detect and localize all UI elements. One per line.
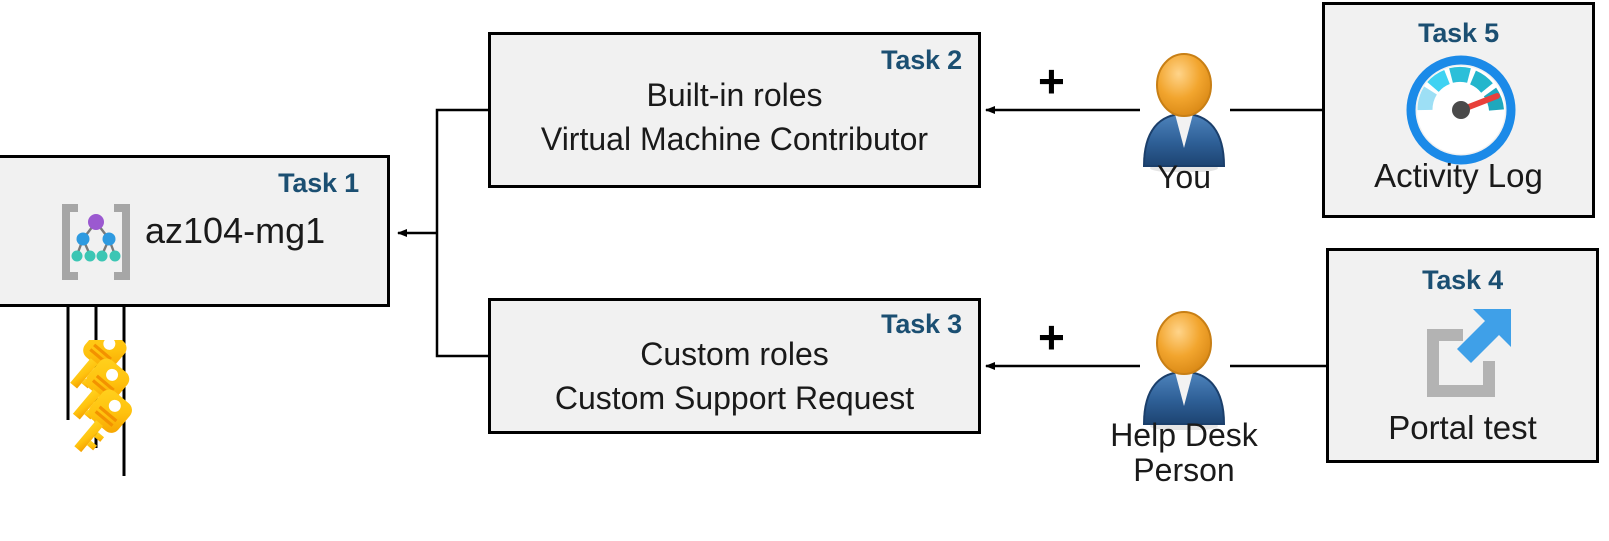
external-link-icon [1427,309,1511,397]
task-3-box[interactable]: Task 3 Custom roles Custom Support Reque… [488,298,981,434]
task-4-label: Task 4 [1422,265,1503,295]
task-4-caption: Portal test [1388,409,1537,446]
avatar-you-caption: You [1157,159,1211,195]
task-2-label: Task 2 [881,45,962,75]
task-2-line-1: Built-in roles [646,77,823,113]
task-3-line-2: Custom Support Request [554,380,915,416]
task-2-box[interactable]: Task 2 Built-in roles Virtual Machine Co… [488,32,981,188]
task-1-resource-name: az104-mg1 [145,210,326,251]
task-5-box[interactable]: Task 5 Activity Log [1322,2,1595,218]
task-3-line-1: Custom roles [640,336,829,372]
connector-tasks-to-task1 [397,108,488,358]
task-1-box[interactable]: Task 1 az104-mg1 [0,155,390,307]
task-2-line-2: Virtual Machine Contributor [540,121,929,157]
task-4-box[interactable]: Task 4 Portal test [1326,248,1599,463]
task-1-label: Task 1 [278,168,359,198]
task-5-caption: Activity Log [1374,157,1543,194]
management-group-icon [62,204,130,280]
plus-operator-bottom: + [1038,311,1065,363]
avatar-help-desk-person-caption: Help Desk Person [1110,417,1258,488]
keys-icon [70,340,132,453]
plus-operator-top: + [1038,55,1065,107]
avatar-you [1142,53,1226,172]
task-3-label: Task 3 [881,309,962,339]
gauge-icon [1406,55,1516,165]
task-5-label: Task 5 [1418,18,1499,48]
avatar-help-desk-person [1142,311,1226,430]
